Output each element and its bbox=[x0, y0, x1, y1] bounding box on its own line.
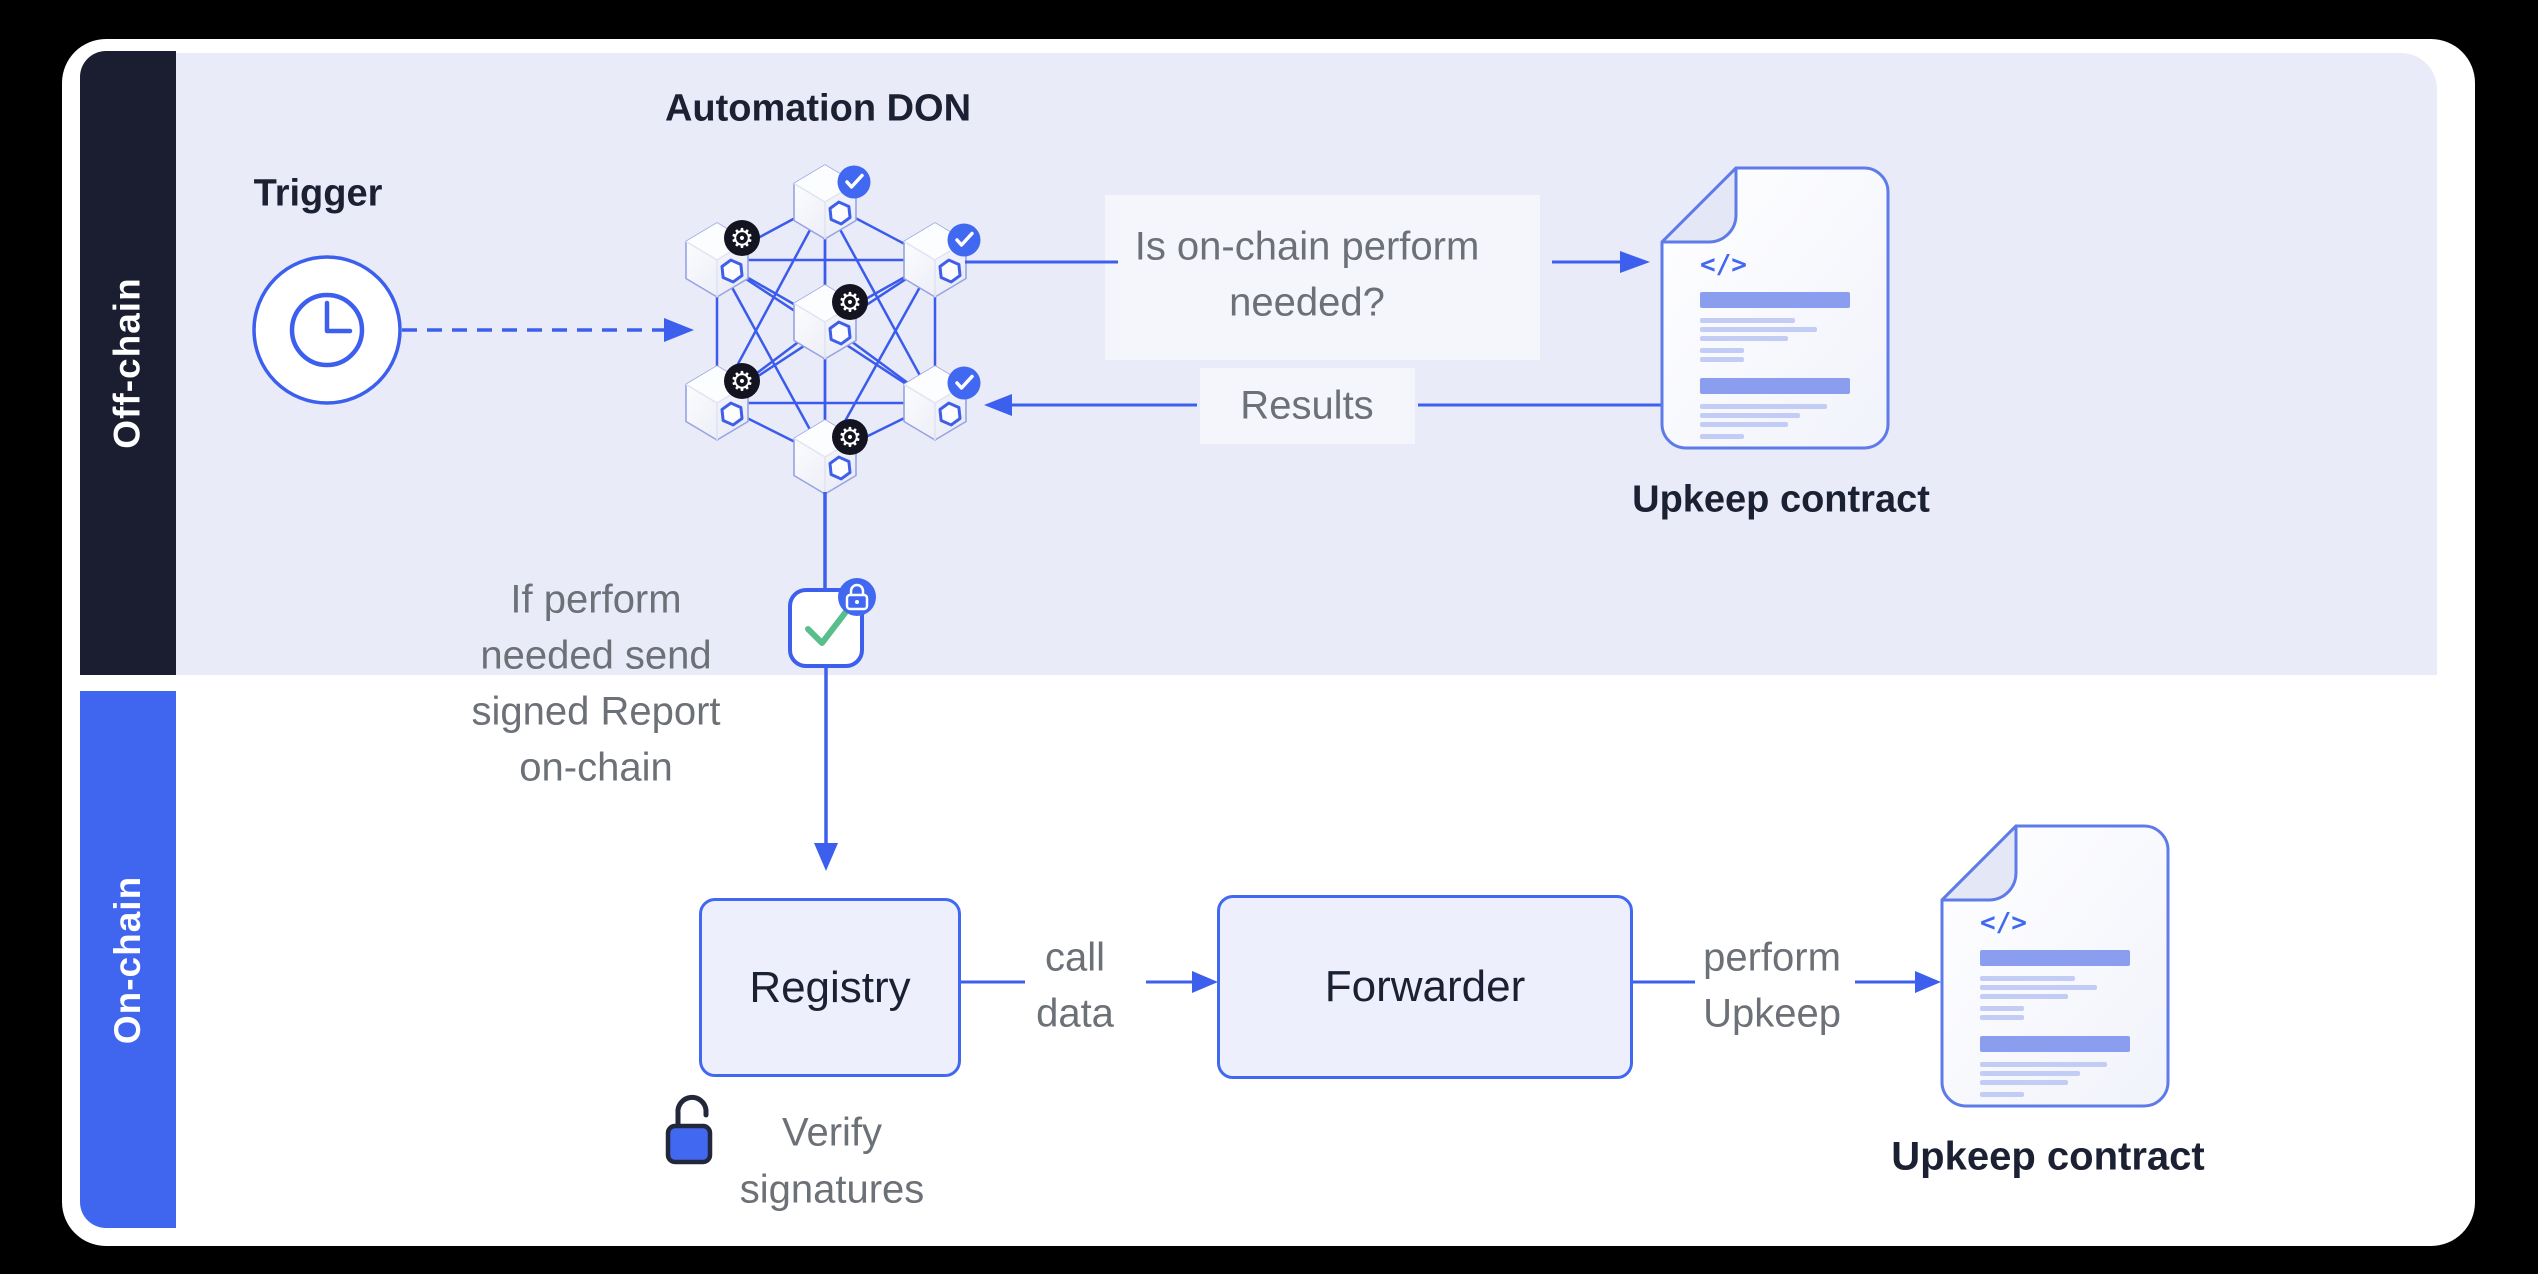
question-line2: needed? bbox=[1229, 280, 1385, 325]
verify-line2: signatures bbox=[739, 1167, 925, 1212]
question-line1: Is on-chain perform bbox=[1134, 224, 1480, 269]
registry-box: Registry bbox=[699, 898, 961, 1077]
registry-label: Registry bbox=[749, 962, 911, 1012]
report-note-line2: needed send bbox=[480, 633, 712, 678]
onchain-band-label: On-chain bbox=[107, 875, 148, 1044]
perform-line1: perform bbox=[1703, 935, 1841, 980]
trigger-label: Trigger bbox=[253, 172, 383, 215]
offchain-band: Off-chain bbox=[80, 51, 176, 675]
calldata-line1: call bbox=[1044, 935, 1106, 980]
forwarder-box: Forwarder bbox=[1217, 895, 1633, 1079]
calldata-line2: data bbox=[1036, 991, 1114, 1036]
results-label: Results bbox=[1240, 383, 1374, 428]
forwarder-label: Forwarder bbox=[1324, 962, 1526, 1011]
report-note-line3: signed Report bbox=[471, 689, 721, 734]
upkeep-contract-label-bottom: Upkeep contract bbox=[1891, 1134, 2205, 1179]
results-panel bbox=[1200, 368, 1415, 444]
offchain-region bbox=[80, 53, 2437, 675]
report-note-line1: If perform bbox=[510, 577, 682, 622]
verify-line1: Verify bbox=[781, 1110, 883, 1155]
perform-line2: Upkeep bbox=[1703, 991, 1841, 1036]
onchain-band: On-chain bbox=[80, 691, 176, 1228]
don-title: Automation DON bbox=[664, 87, 972, 130]
question-panel bbox=[1105, 195, 1540, 360]
report-note-line4: on-chain bbox=[519, 745, 673, 790]
offchain-band-label: Off-chain bbox=[107, 277, 149, 449]
upkeep-contract-label-top: Upkeep contract bbox=[1632, 478, 1930, 521]
